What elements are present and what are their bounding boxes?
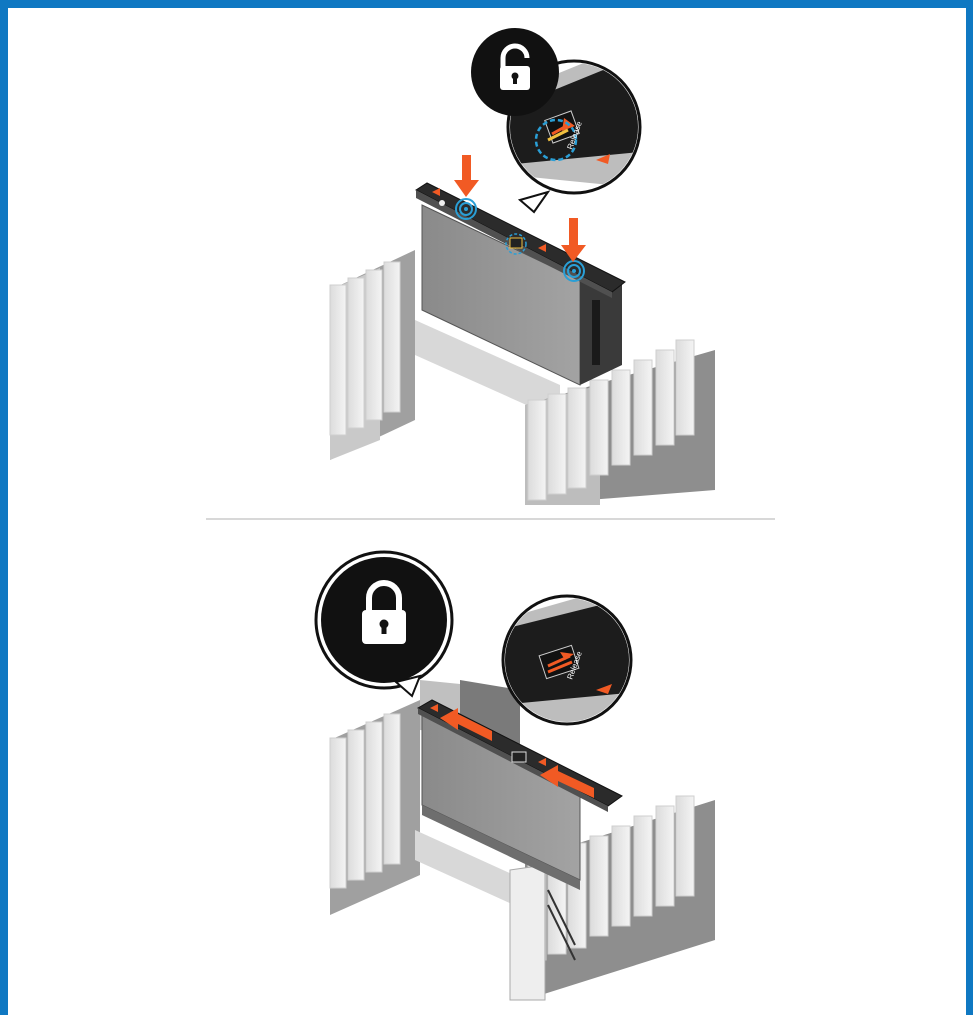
chassis-slots-left-lower bbox=[330, 700, 420, 915]
press-point-right bbox=[564, 261, 584, 281]
release-latch-callout-bottom: Release bbox=[500, 580, 660, 730]
step-unlock-panel: Release bbox=[330, 28, 715, 505]
press-down-arrow-icon bbox=[454, 155, 479, 197]
locked-padlock-icon bbox=[316, 552, 452, 696]
step-lock-panel: Release bbox=[316, 552, 715, 1000]
unlocked-padlock-icon bbox=[471, 28, 559, 116]
chassis-slots-left bbox=[330, 250, 415, 460]
press-point-left bbox=[456, 199, 476, 219]
